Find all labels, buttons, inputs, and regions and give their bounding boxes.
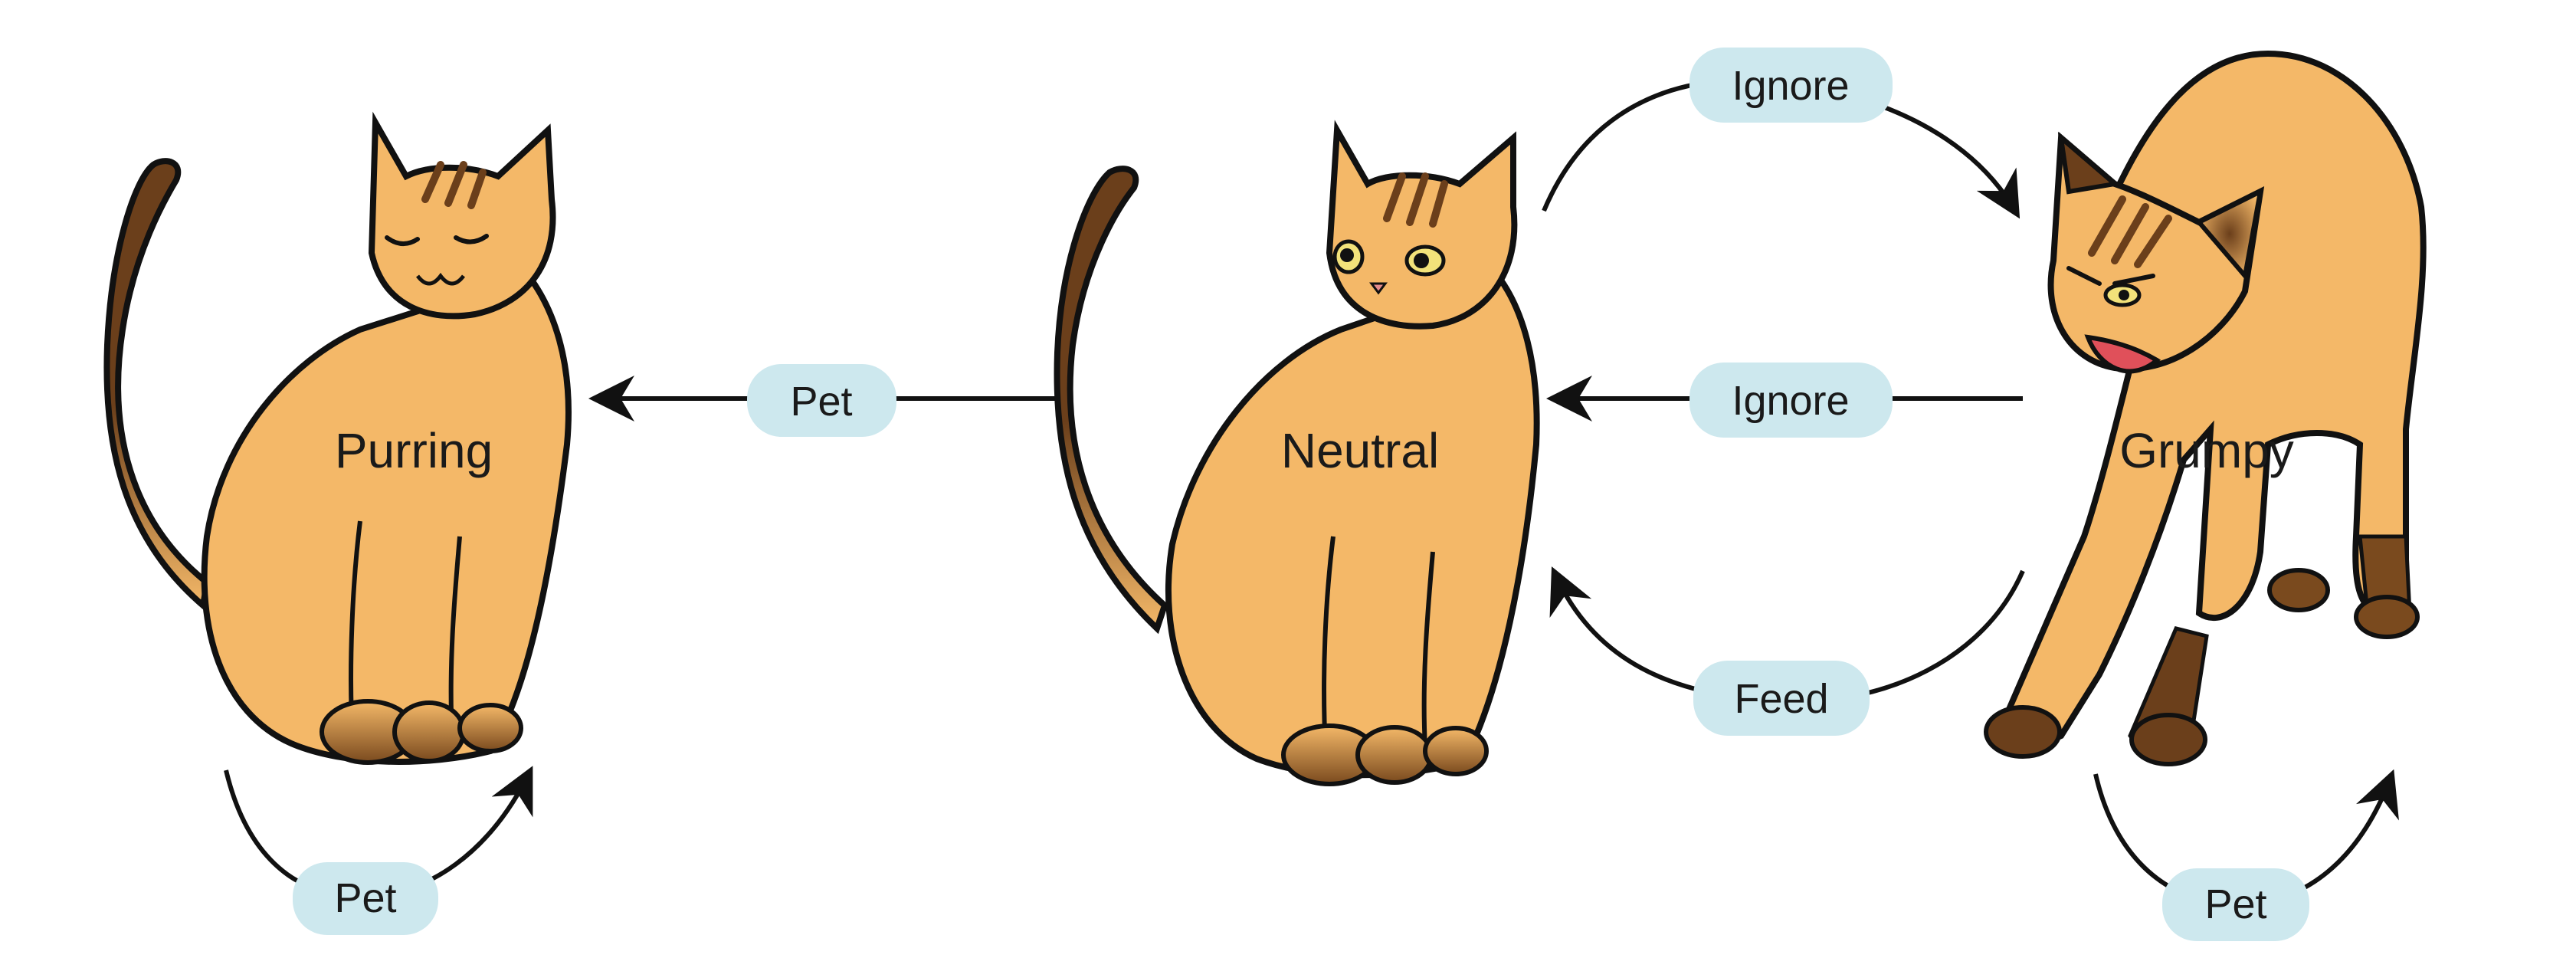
purring-cat-stripes <box>421 161 487 209</box>
grumpy-cat-ear <box>2057 132 2120 195</box>
neutral-cat-stripes <box>1383 172 1448 228</box>
edge-label-grumpy-to-neutral-feed: Feed <box>1693 661 1870 736</box>
grumpy-cat-ear <box>2195 187 2264 281</box>
grumpy-cat-head <box>2047 131 2265 372</box>
edge-label-neutral-to-purring: Pet <box>747 364 896 437</box>
grumpy-cat-paw <box>1984 705 2062 759</box>
edge-label-grumpy-to-neutral-feed-text: Feed <box>1734 676 1828 722</box>
neutral-cat-pupil <box>1414 253 1429 268</box>
purring-cat-eyes <box>385 234 489 246</box>
grumpy-cat-pupil <box>2119 290 2129 300</box>
edge-label-grumpy-self: Pet <box>2162 868 2309 941</box>
neutral-cat-paw <box>1423 726 1489 776</box>
purring-cat-mouth <box>416 272 465 286</box>
state-label-neutral: Neutral <box>1281 423 1439 478</box>
neutral-cat-illustration: Neutral <box>1054 120 1540 786</box>
purring-cat-tail <box>103 158 211 612</box>
edge-label-grumpy-self-text: Pet <box>2204 881 2266 927</box>
edge-label-neutral-to-grumpy: Ignore <box>1689 48 1893 123</box>
purring-cat-head <box>368 111 556 320</box>
neutral-cat-nose <box>1369 282 1388 295</box>
grumpy-cat-paw <box>2267 568 2330 612</box>
neutral-cat-legs <box>1322 536 1435 752</box>
edge-label-grumpy-to-neutral-ignore: Ignore <box>1689 363 1893 438</box>
purring-cat-body <box>201 272 572 765</box>
neutral-cat-head <box>1326 120 1518 330</box>
grumpy-cat-stripes <box>2088 195 2172 268</box>
grumpy-cat-brow <box>2066 266 2155 286</box>
edge-label-neutral-to-purring-text: Pet <box>790 379 852 425</box>
grumpy-cat-paw <box>2354 595 2420 639</box>
state-label-purring: Purring <box>335 423 493 478</box>
purring-cat-illustration: Purring <box>103 111 572 765</box>
edge-label-purring-self-text: Pet <box>334 875 396 921</box>
edge-label-neutral-to-grumpy-text: Ignore <box>1732 63 1849 109</box>
neutral-cat-paw <box>1355 725 1434 785</box>
neutral-cat-pupil <box>1340 248 1354 262</box>
purring-cat-paw <box>392 700 466 763</box>
edge-label-purring-self: Pet <box>293 862 438 935</box>
neutral-cat-body <box>1165 272 1540 779</box>
state-label-grumpy: Grumpy <box>2119 423 2294 478</box>
purring-cat-paw <box>457 703 523 753</box>
neutral-cat-tail <box>1054 166 1168 635</box>
grumpy-cat-mouth <box>2084 334 2161 374</box>
edge-label-grumpy-to-neutral-ignore-text: Ignore <box>1732 378 1849 424</box>
grumpy-cat-illustration: Grumpy <box>1984 50 2427 766</box>
grumpy-cat-paw <box>2129 713 2207 766</box>
